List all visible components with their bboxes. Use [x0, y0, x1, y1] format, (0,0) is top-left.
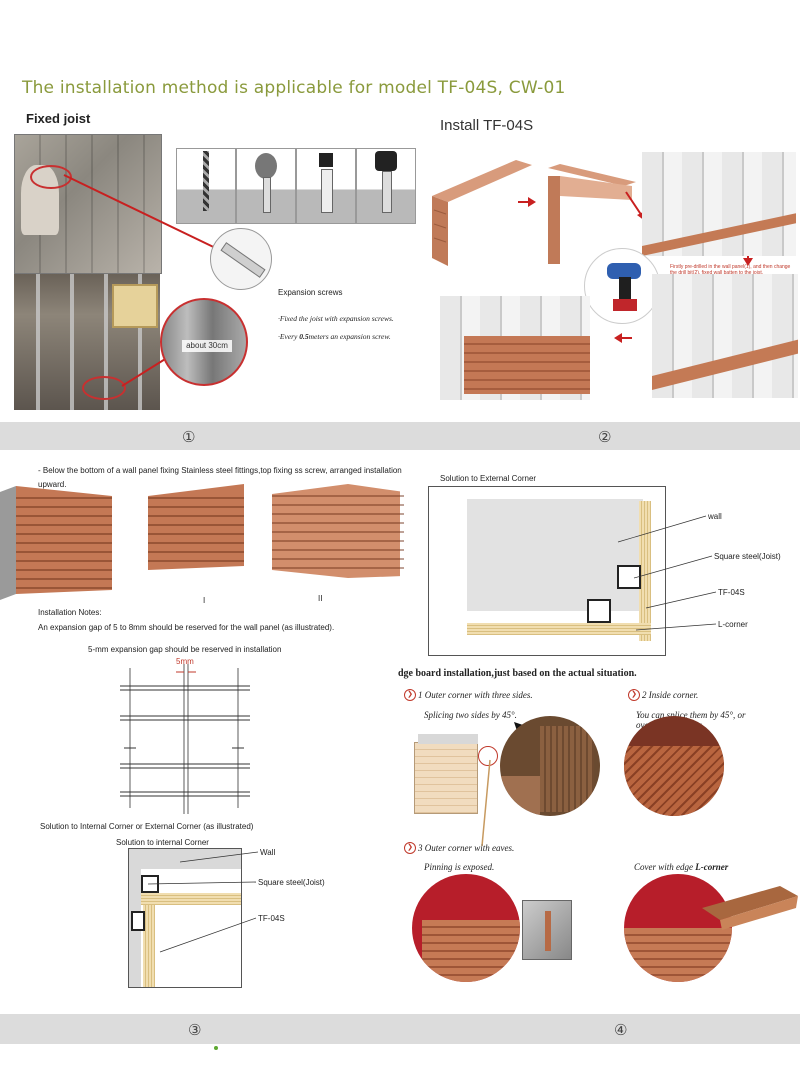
corner-solution-title: Solution to Internal Corner or External …: [40, 822, 254, 831]
note-fixed-joist: ·Fixed the joist with expansion screws.: [278, 314, 394, 323]
decorative-dot: [214, 1046, 218, 1050]
internal-corner-title: Solution to internal Corner: [116, 838, 209, 847]
box-top: [418, 734, 478, 744]
drill-step-3: [296, 148, 356, 224]
item1-title: 1 Outer corner with three sides.: [418, 690, 533, 700]
l-corner-piece: [702, 886, 798, 930]
drill-step-1: [176, 148, 236, 224]
box-corner-photo: [414, 742, 478, 814]
panel-stack: [16, 490, 112, 590]
roman-label-2: II: [318, 594, 323, 603]
gap-diagram: [120, 664, 250, 814]
chevron-right-icon: ❯: [404, 689, 416, 701]
circled-number-3: ③: [188, 1021, 202, 1039]
external-corner-title: Solution to External Corner: [440, 474, 537, 483]
section-band-1: [0, 422, 800, 450]
edge-board-title: dge board installation,just based on the…: [398, 668, 637, 679]
ext-tf04s-label: TF-04S: [718, 588, 745, 597]
l-corner-photo: [624, 874, 732, 982]
screw-closeup: [210, 228, 272, 290]
drill-note: Firstly pre-drilled in the wall panel(1)…: [670, 264, 791, 276]
item1-sub: Splicing two sides by 45°.: [424, 710, 517, 720]
about-30cm-label: about 30cm: [182, 340, 232, 352]
item3-sub: Pinning is exposed.: [424, 862, 495, 872]
callout-ring-3: [478, 746, 498, 766]
drill-step-2: [236, 148, 296, 224]
int-steel-label: Square steel(Joist): [258, 878, 325, 887]
drill-closeup: [584, 248, 660, 324]
page-title: The installation method is applicable fo…: [22, 78, 566, 98]
item2-title: 2 Inside corner.: [642, 690, 699, 700]
expansion-screws-label: Expansion screws: [278, 288, 343, 297]
internal-corner-diagram: [128, 848, 242, 988]
splice-closeup: [500, 716, 600, 816]
gap-5mm-label: 5mm: [176, 657, 194, 666]
drill-step-4: [356, 148, 416, 224]
wall-with-batten: [642, 152, 796, 256]
fixed-joist-heading: Fixed joist: [26, 111, 91, 126]
item3-title: 3 Outer corner with eaves.: [418, 843, 515, 853]
roman-label-1: I: [203, 596, 206, 605]
distance-closeup: about 30cm: [160, 298, 248, 386]
eaves-photo: [412, 874, 520, 982]
gap-diagram-title: 5-mm expansion gap should be reserved in…: [88, 645, 282, 654]
int-wall-label: Wall: [260, 848, 276, 857]
callout-ring-2: [82, 376, 126, 400]
circled-number-4: ④: [614, 1021, 628, 1039]
panel-step-2: [272, 488, 404, 574]
callout-ring-1: [30, 165, 72, 189]
panel-step-1: [148, 490, 244, 568]
external-corner-leaders: [617, 515, 717, 631]
ext-lcorner-label: L-corner: [718, 620, 748, 629]
wall-photo-1: [14, 134, 162, 319]
ext-wall-label: wall: [708, 512, 722, 521]
pinning-closeup: [522, 900, 572, 960]
circled-number-2: ②: [598, 428, 612, 446]
circled-number-1: ①: [182, 428, 196, 446]
installation-notes-title: Installation Notes:: [38, 608, 102, 617]
fixing-intro-text: - Below the bottom of a wall panel fixin…: [38, 466, 402, 489]
external-corner-diagram: [428, 486, 666, 656]
ext-steel-label: Square steel(Joist): [714, 552, 781, 561]
internal-corner-leaders: [147, 851, 259, 953]
chevron-right-icon: ❯: [628, 689, 640, 701]
section2-drawings: [432, 160, 753, 343]
finished-wall-left: [440, 296, 590, 400]
chevron-right-icon: ❯: [404, 842, 416, 854]
note-every-meters: ·Every 0.5meters an expansion screw.: [278, 332, 391, 341]
finished-wall-right: [652, 274, 798, 398]
item4-label: Cover with edge L-corner: [634, 862, 729, 872]
inside-corner-photo: [624, 716, 724, 816]
section-band-2: [0, 1014, 800, 1044]
int-tf04s-label: TF-04S: [258, 914, 285, 923]
install-tf04s-heading: Install TF-04S: [440, 117, 534, 134]
installation-notes-text: An expansion gap of 5 to 8mm should be r…: [38, 623, 335, 632]
